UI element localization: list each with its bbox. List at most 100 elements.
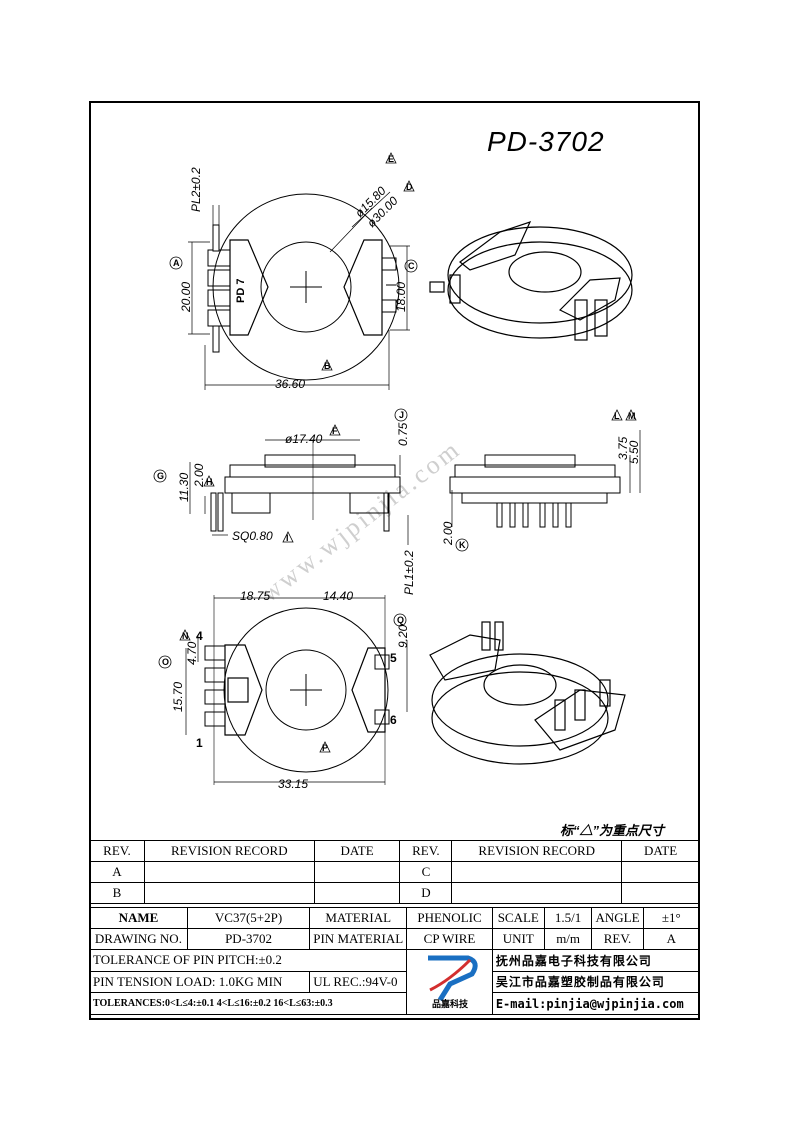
tag-e: E bbox=[388, 154, 394, 164]
rev-header: REV. bbox=[89, 840, 145, 862]
pin-label-5: 5 bbox=[390, 651, 397, 665]
bottom-view bbox=[185, 595, 408, 785]
scale-value: 1.5/1 bbox=[543, 907, 593, 929]
tolerances: TOLERANCES:0<L≤4:±0.1 4<L≤16:±0.2 16<L≤6… bbox=[88, 992, 408, 1015]
angle-label: ANGLE bbox=[591, 907, 644, 929]
pin-label-1: 1 bbox=[196, 736, 203, 750]
ul-rec: UL REC.:94V-0 bbox=[309, 970, 408, 994]
date-header: DATE bbox=[313, 840, 401, 862]
pin-material-label: PIN MATERIAL bbox=[309, 928, 408, 950]
rev-cell: D bbox=[399, 882, 453, 904]
revision-record-header-2: REVISION RECORD bbox=[451, 840, 623, 862]
dim-550: 5.50 bbox=[627, 440, 641, 464]
drawing-frame bbox=[89, 101, 700, 1020]
tag-p: P bbox=[322, 743, 328, 753]
table-row: B D bbox=[89, 882, 700, 904]
record-cell bbox=[143, 882, 315, 904]
company-name-2: 吴江市品嘉塑胶制品有限公司 bbox=[491, 970, 701, 994]
rev-cell: B bbox=[89, 882, 145, 904]
dim-1875: 18.75 bbox=[240, 589, 270, 603]
scale-label: SCALE bbox=[491, 907, 545, 929]
dim-1440: 14.40 bbox=[323, 589, 353, 603]
key-dimension-note: 标“△”为重点尺寸 bbox=[560, 823, 665, 838]
dim-3660: 36.60 bbox=[275, 377, 305, 391]
tag-q: Q bbox=[397, 615, 404, 625]
unit-label: UNIT bbox=[491, 928, 545, 950]
inner-circle bbox=[260, 241, 352, 333]
drawing-no-value: PD-3702 bbox=[186, 928, 311, 950]
pinjia-logo-icon: 品嘉科技 bbox=[427, 955, 478, 1009]
tag-c-circle bbox=[404, 259, 418, 273]
tag-g: G bbox=[157, 471, 164, 481]
dim-1130: 11.30 bbox=[177, 473, 191, 502]
dim-sq: SQ0.80 bbox=[232, 529, 273, 543]
side-view-right bbox=[449, 430, 641, 528]
dim-470: 4.70 bbox=[185, 641, 199, 665]
tag-a: A bbox=[173, 258, 180, 268]
pin-material-value: CP WIRE bbox=[406, 928, 493, 950]
pin-pitch-tolerance: TOLERANCE OF PIN PITCH:±0.2 bbox=[88, 949, 408, 972]
date-header-2: DATE bbox=[621, 840, 700, 862]
tag-f: F bbox=[332, 426, 338, 436]
dim-200b: 2.00 bbox=[441, 521, 455, 546]
company-email: E-mail:pinjia@wjpinjia.com bbox=[491, 992, 701, 1015]
tag-k: K bbox=[459, 540, 466, 550]
name-label: NAME bbox=[89, 907, 188, 929]
drawing-title: PD-3702 bbox=[487, 126, 605, 157]
pin-tension-load: PIN TENSION LOAD: 1.0KG MIN bbox=[88, 970, 311, 994]
tag-b: B bbox=[324, 361, 331, 371]
outer-circle bbox=[212, 193, 400, 381]
dim-pl2: PL2±0.2 bbox=[189, 167, 203, 212]
tag-c: C bbox=[408, 261, 415, 271]
iso-view-top bbox=[429, 220, 633, 341]
rev-header-2: REV. bbox=[399, 840, 453, 862]
tag-l: L bbox=[614, 411, 620, 421]
revision-table: REV. REVISION RECORD DATE REV. REVISION … bbox=[89, 840, 700, 904]
tag-i: I bbox=[286, 533, 289, 543]
dim-200: 2.00 bbox=[192, 463, 206, 488]
title-block: NAME VC37(5+2P) MATERIAL PHENOLIC SCALE … bbox=[88, 907, 701, 1015]
dim-20: 20.00 bbox=[179, 282, 193, 313]
unit-value: m/m bbox=[543, 928, 593, 950]
material-value: PHENOLIC bbox=[406, 907, 493, 929]
tag-j: J bbox=[399, 410, 404, 420]
date-cell bbox=[313, 861, 401, 883]
dim-1570: 15.70 bbox=[171, 682, 185, 712]
material-label: MATERIAL bbox=[309, 907, 408, 929]
tag-o: O bbox=[162, 657, 169, 667]
record-cell bbox=[451, 882, 623, 904]
rev-label: REV. bbox=[591, 928, 644, 950]
angle-value: ±1° bbox=[642, 907, 701, 929]
rev-cell: A bbox=[89, 861, 145, 883]
dim-3315: 33.15 bbox=[278, 777, 308, 791]
dim-920: 9.20 bbox=[396, 624, 410, 648]
tag-n: N bbox=[182, 631, 189, 641]
iso-view-bottom bbox=[429, 621, 626, 765]
tag-d: D bbox=[406, 182, 413, 192]
date-cell bbox=[621, 861, 700, 883]
drawing-no-label: DRAWING NO. bbox=[89, 928, 188, 950]
dim-375: 3.75 bbox=[616, 436, 630, 460]
logo-text: 品嘉科技 bbox=[431, 998, 468, 1009]
rev-cell: C bbox=[399, 861, 453, 883]
inner-circle-bottom bbox=[265, 649, 347, 731]
record-cell bbox=[451, 861, 623, 883]
tag-h: H bbox=[206, 477, 213, 487]
record-cell bbox=[143, 861, 315, 883]
tag-m: M bbox=[628, 411, 636, 421]
table-row: A C bbox=[89, 861, 700, 883]
dim-075: 0.75 bbox=[396, 422, 410, 446]
date-cell bbox=[313, 882, 401, 904]
date-cell bbox=[621, 882, 700, 904]
dim-18: 18.00 bbox=[394, 282, 408, 312]
tag-a-circle bbox=[169, 256, 183, 270]
revision-record-header: REVISION RECORD bbox=[143, 840, 315, 862]
pin-label-4: 4 bbox=[196, 629, 203, 643]
company-logo: 品嘉科技 bbox=[406, 949, 493, 1015]
top-view bbox=[188, 191, 410, 390]
name-value: VC37(5+2P) bbox=[186, 907, 311, 929]
part-mark: PD 7 bbox=[235, 279, 247, 303]
side-view bbox=[189, 439, 409, 545]
dim-d17: ø17.40 bbox=[285, 432, 323, 446]
